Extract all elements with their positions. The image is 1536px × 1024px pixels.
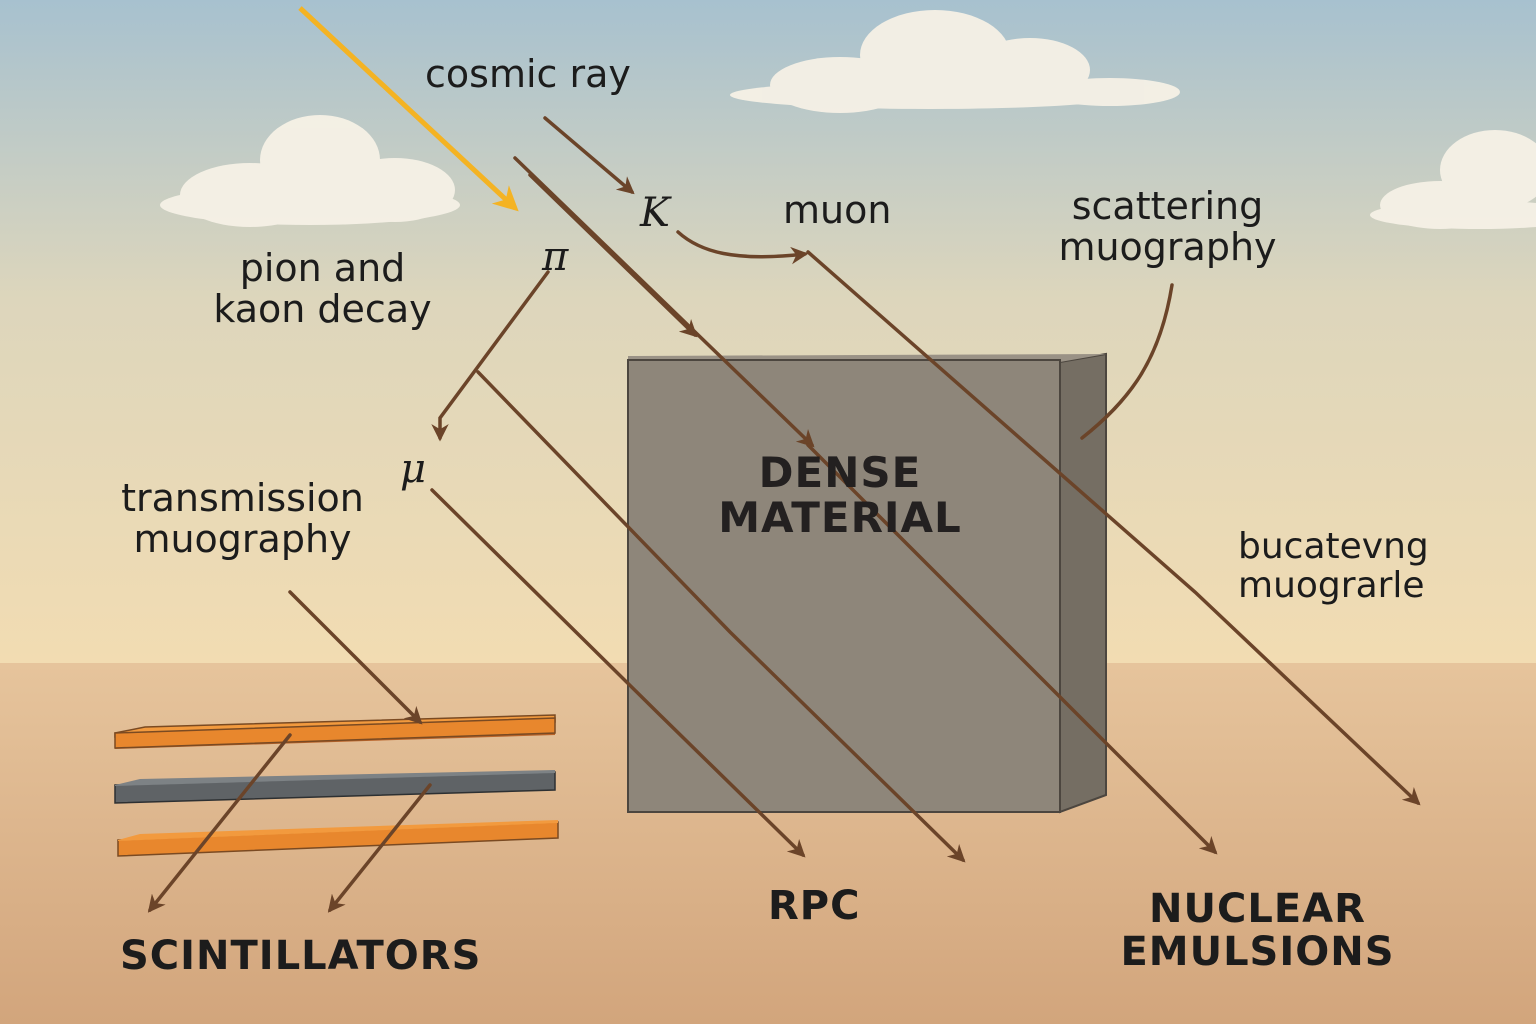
dense-material-line-2: MATERIAL bbox=[718, 493, 962, 543]
rpc-plate-top bbox=[115, 770, 555, 786]
nuclear-emulsions-line-1: NUCLEAR bbox=[1149, 886, 1366, 932]
muon-track-to-rpc bbox=[430, 488, 806, 858]
scattering-muography-top-line-1: scattering bbox=[1071, 184, 1264, 228]
nuclear-emulsions-line-2: EMULSIONS bbox=[1120, 929, 1395, 976]
dense-material-label: DENSE MATERIAL bbox=[690, 450, 990, 541]
pion-kaon-decay-line-2: kaon decay bbox=[213, 287, 432, 332]
particle-tracks bbox=[147, 116, 1421, 913]
scattering-muography-pointer bbox=[1080, 283, 1174, 440]
scintillators-label: SCINTILLATORS bbox=[120, 933, 482, 979]
pion-to-muon-decay-track bbox=[431, 270, 550, 442]
pion-symbol-label: π bbox=[542, 234, 569, 280]
muon-symbol-label: μ bbox=[400, 446, 426, 492]
muon-label: muon bbox=[783, 188, 892, 232]
kaon-to-muon-decay-track bbox=[676, 230, 809, 265]
scattering-muography-top-line-2: muography bbox=[1058, 225, 1277, 270]
cosmic-secondary-track-upper bbox=[528, 173, 698, 338]
dense-material-line-1: DENSE bbox=[758, 448, 922, 497]
transmission-pointer-track bbox=[288, 590, 423, 725]
cloud-right bbox=[1370, 130, 1536, 229]
scintillator-exit-track-right bbox=[327, 783, 432, 913]
scattering-muography-right-label: bucatevng muograrle bbox=[1238, 526, 1429, 606]
cosmic-ray-arrow bbox=[298, 6, 519, 212]
kaon-track bbox=[543, 116, 635, 195]
transmission-muography-line-1: transmission bbox=[121, 476, 364, 520]
kaon-symbol-label: K bbox=[640, 190, 670, 236]
scintillator-exit-track-left bbox=[147, 733, 292, 913]
rpc-label: RPC bbox=[768, 883, 861, 929]
cloud-center bbox=[730, 10, 1180, 113]
block-front-face bbox=[627, 359, 1061, 813]
transmission-muography-line-2: muography bbox=[133, 517, 352, 562]
scattered-track-to-emulsions bbox=[806, 443, 1218, 855]
muon-track-through-block bbox=[806, 250, 1421, 806]
scintillator-plate-bottom-top bbox=[118, 820, 558, 841]
cloud-left bbox=[160, 115, 460, 227]
cosmic-secondary-track bbox=[513, 156, 815, 448]
detector-stack bbox=[114, 714, 559, 857]
pion-kaon-decay-line-1: pion and bbox=[239, 246, 406, 290]
nuclear-emulsions-label: NUCLEAR EMULSIONS bbox=[1100, 886, 1415, 976]
scattering-muography-top-label: scattering muography bbox=[1045, 184, 1290, 270]
cosmic-ray-label: cosmic ray bbox=[425, 52, 631, 96]
transmission-muography-label: transmission muography bbox=[105, 476, 380, 562]
pion-kaon-decay-label: pion and kaon decay bbox=[200, 246, 445, 332]
pion-track-through-block bbox=[476, 370, 966, 863]
dense-material-block bbox=[627, 352, 1107, 814]
scattering-muography-right-line-2: muograrle bbox=[1238, 564, 1425, 606]
scattering-muography-right-line-1: bucatevng bbox=[1238, 526, 1429, 567]
